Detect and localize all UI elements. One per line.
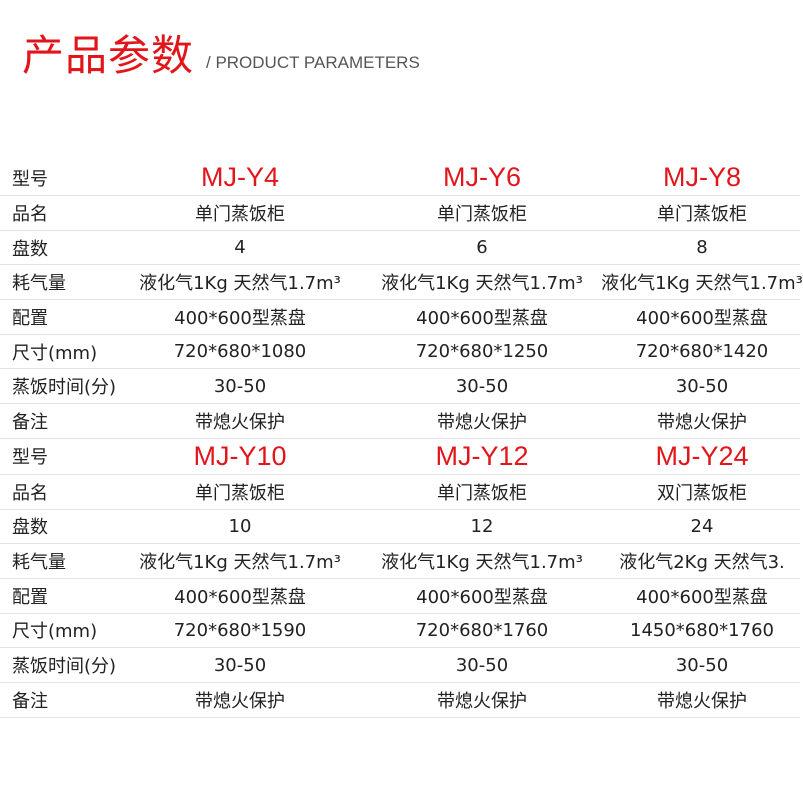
table-cell: 720*680*1420 [635, 341, 769, 363]
table-cell: 液化气1Kg 天然气1.7m³ [381, 552, 583, 574]
row-label: 备注 [12, 411, 48, 433]
table-cell: 带熄火保护 [657, 411, 747, 433]
model-name: MJ-Y24 [655, 440, 749, 471]
table-row: 配置 400*600型蒸盘 400*600型蒸盘 400*600型蒸盘 [0, 300, 800, 335]
table-cell: 400*600型蒸盘 [636, 586, 768, 608]
table-row: 盘数 10 12 24 [0, 510, 800, 545]
table-row: 品名 单门蒸饭柜 单门蒸饭柜 单门蒸饭柜 [0, 196, 800, 231]
table-cell: 单门蒸饭柜 [437, 203, 527, 225]
table-cell: 10 [228, 515, 252, 537]
table-cell: 6 [476, 237, 488, 259]
table-cell: 双门蒸饭柜 [657, 482, 747, 504]
table-cell: 液化气1Kg 天然气1.7m³ [139, 552, 341, 574]
table-cell: 单门蒸饭柜 [195, 482, 285, 504]
table-cell: 30-50 [213, 375, 267, 397]
table-cell: 720*680*1080 [173, 341, 307, 363]
row-label: 品名 [12, 203, 48, 225]
table-cell: 液化气1Kg 天然气1.7m³ [381, 273, 583, 295]
table-cell: 带熄火保护 [195, 411, 285, 433]
table-cell: 8 [696, 237, 708, 259]
row-label: 型号 [12, 168, 48, 190]
table-cell: 4 [234, 237, 246, 259]
model-name: MJ-Y6 [442, 162, 521, 192]
table-cell: 单门蒸饭柜 [195, 203, 285, 225]
model-row: 型号 MJ-Y4 MJ-Y6 MJ-Y8 [0, 160, 800, 196]
row-label: 尺寸(mm) [12, 342, 98, 364]
table-cell: 720*680*1590 [173, 619, 307, 641]
table-cell: 400*600型蒸盘 [636, 307, 768, 329]
table-cell: 单门蒸饭柜 [437, 482, 527, 504]
table-row: 配置 400*600型蒸盘 400*600型蒸盘 400*600型蒸盘 [0, 579, 800, 614]
row-label: 蒸饭时间(分) [12, 656, 117, 678]
row-label: 盘数 [12, 238, 48, 260]
table-cell: 400*600型蒸盘 [416, 586, 548, 608]
table-row: 尺寸(mm) 720*680*1080 720*680*1250 720*680*14… [0, 335, 800, 370]
row-label: 盘数 [12, 517, 48, 539]
row-label: 备注 [12, 690, 48, 712]
row-label: 品名 [12, 482, 48, 504]
table-cell: 12 [470, 515, 494, 537]
table-row: 耗气量 液化气1Kg 天然气1.7m³ 液化气1Kg 天然气1.7m³ 液化气2Kg … [0, 544, 800, 579]
table-row: 备注 带熄火保护 带熄火保护 带熄火保护 [0, 683, 800, 718]
table-row: 蒸饭时间(分) 30-50 30-50 30-50 [0, 648, 800, 683]
table-row: 盘数 4 6 8 [0, 231, 800, 266]
row-label: 配置 [12, 307, 48, 329]
model-name: MJ-Y12 [435, 440, 529, 471]
table-cell: 30-50 [455, 375, 509, 397]
table-cell: 带熄火保护 [195, 690, 285, 712]
table-row: 尺寸(mm) 720*680*1590 720*680*1760 1450*680*1… [0, 614, 800, 649]
row-label: 配置 [12, 586, 48, 608]
table-cell: 1450*680*1760 [630, 619, 774, 641]
table-cell: 单门蒸饭柜 [657, 203, 747, 225]
table-cell: 带熄火保护 [437, 690, 527, 712]
table-row: 耗气量 液化气1Kg 天然气1.7m³ 液化气1Kg 天然气1.7m³ 液化气1Kg … [0, 265, 803, 301]
table-cell: 液化气1Kg 天然气1.7m³ [139, 273, 341, 295]
table-cell: 液化气2Kg 天然气3. [619, 552, 785, 574]
table-cell: 30-50 [675, 654, 729, 676]
row-label: 蒸饭时间(分) [12, 377, 117, 399]
table-cell: 400*600型蒸盘 [416, 307, 548, 329]
row-label: 尺寸(mm) [12, 621, 98, 643]
model-name: MJ-Y10 [193, 440, 287, 471]
model-name: MJ-Y4 [200, 162, 279, 192]
model-name: MJ-Y8 [662, 162, 741, 192]
page-subtitle: / PRODUCT PARAMETERS [206, 53, 420, 72]
table-cell: 带熄火保护 [657, 690, 747, 712]
row-label: 耗气量 [12, 552, 66, 574]
table-cell: 720*680*1250 [415, 341, 549, 363]
table-cell: 30-50 [213, 654, 267, 676]
table-row: 备注 带熄火保护 带熄火保护 带熄火保护 [0, 404, 800, 439]
table-cell: 24 [690, 515, 714, 537]
table-cell: 400*600型蒸盘 [174, 586, 306, 608]
table-cell: 30-50 [455, 654, 509, 676]
row-label: 型号 [12, 447, 48, 469]
table-cell: 400*600型蒸盘 [174, 307, 306, 329]
table-cell: 720*680*1760 [415, 619, 549, 641]
table-cell: 30-50 [675, 375, 729, 397]
table-row: 品名 单门蒸饭柜 单门蒸饭柜 双门蒸饭柜 [0, 475, 800, 510]
page-title: 产品参数 [22, 31, 195, 80]
row-label: 耗气量 [12, 273, 66, 295]
table-cell: 液化气1Kg 天然气1.7m³ [601, 273, 803, 295]
table-cell: 带熄火保护 [437, 411, 527, 433]
table-row: 蒸饭时间(分) 30-50 30-50 30-50 [0, 369, 800, 405]
model-row: 型号 MJ-Y10 MJ-Y12 MJ-Y24 [0, 439, 800, 475]
